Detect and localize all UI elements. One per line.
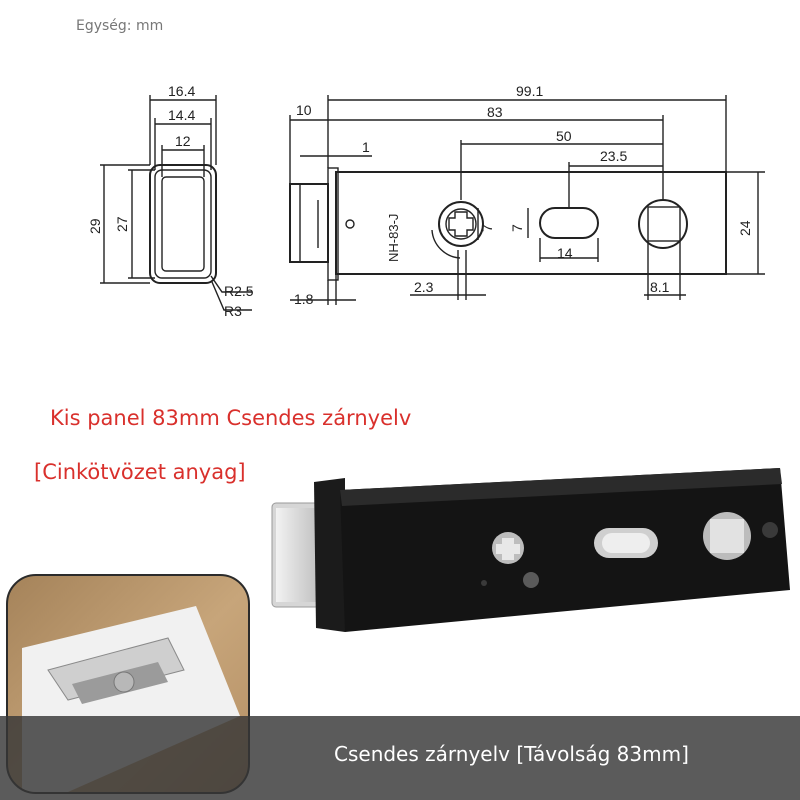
dim-10: 10 xyxy=(296,102,312,118)
dim-16-4: 16.4 xyxy=(168,83,195,99)
caption-bar xyxy=(0,716,800,800)
dim-1-8: 1.8 xyxy=(294,291,314,307)
dim-14-4: 14.4 xyxy=(168,107,195,123)
dim-r3: R3 xyxy=(224,303,242,319)
dim-7-a: 7 xyxy=(479,224,495,232)
dim-27: 27 xyxy=(114,216,130,232)
dim-1: 1 xyxy=(362,139,370,155)
model-stamp: NH-83-J xyxy=(386,214,401,262)
dim-24: 24 xyxy=(737,220,753,236)
dim-29: 29 xyxy=(87,218,103,234)
product-title: Kis panel 83mm Csendes zárnyelv xyxy=(50,406,412,430)
dim-8-1: 8.1 xyxy=(650,279,670,295)
dim-50: 50 xyxy=(556,128,572,144)
dim-12: 12 xyxy=(175,133,191,149)
dim-99-1: 99.1 xyxy=(516,83,543,99)
material-label: [Cinkötvözet anyag] xyxy=(34,460,246,484)
technical-drawing: 16.4 14.4 12 29 27 R2.5 R3 10 99.1 83 1 … xyxy=(87,83,765,319)
caption-text: Csendes zárnyelv [Távolság 83mm] xyxy=(334,742,689,766)
dim-r2-5: R2.5 xyxy=(224,283,254,299)
dim-83: 83 xyxy=(487,104,503,120)
dim-14: 14 xyxy=(557,245,573,261)
unit-label: Egység: mm xyxy=(76,18,164,34)
dim-2-3: 2.3 xyxy=(414,279,434,295)
dim-23-5: 23.5 xyxy=(600,148,627,164)
dim-7-b: 7 xyxy=(509,224,525,232)
